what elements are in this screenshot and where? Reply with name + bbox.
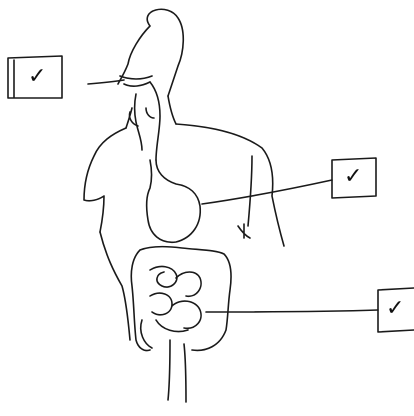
large-intestine-drawing [131, 247, 231, 351]
left-torso-side [100, 232, 130, 340]
appendix-drawing [141, 320, 152, 348]
right-shoulder-arm [176, 124, 284, 246]
intestines-check-mark: ✓ [386, 298, 404, 320]
left-shoulder-arm [84, 128, 126, 232]
mouth-drawing [120, 76, 152, 86]
esophagus-drawing [135, 82, 161, 160]
stomach-check-mark: ✓ [344, 166, 362, 188]
small-intestine-drawing [150, 267, 201, 332]
throat-detail [129, 108, 154, 126]
stomach-drawing [147, 160, 201, 242]
right-torso-side [248, 156, 252, 226]
mouth-check-mark: ✓ [28, 66, 46, 88]
rectum-drawing [168, 340, 186, 402]
stomach-leader-line [202, 180, 332, 204]
intestines-leader-line [206, 310, 378, 312]
